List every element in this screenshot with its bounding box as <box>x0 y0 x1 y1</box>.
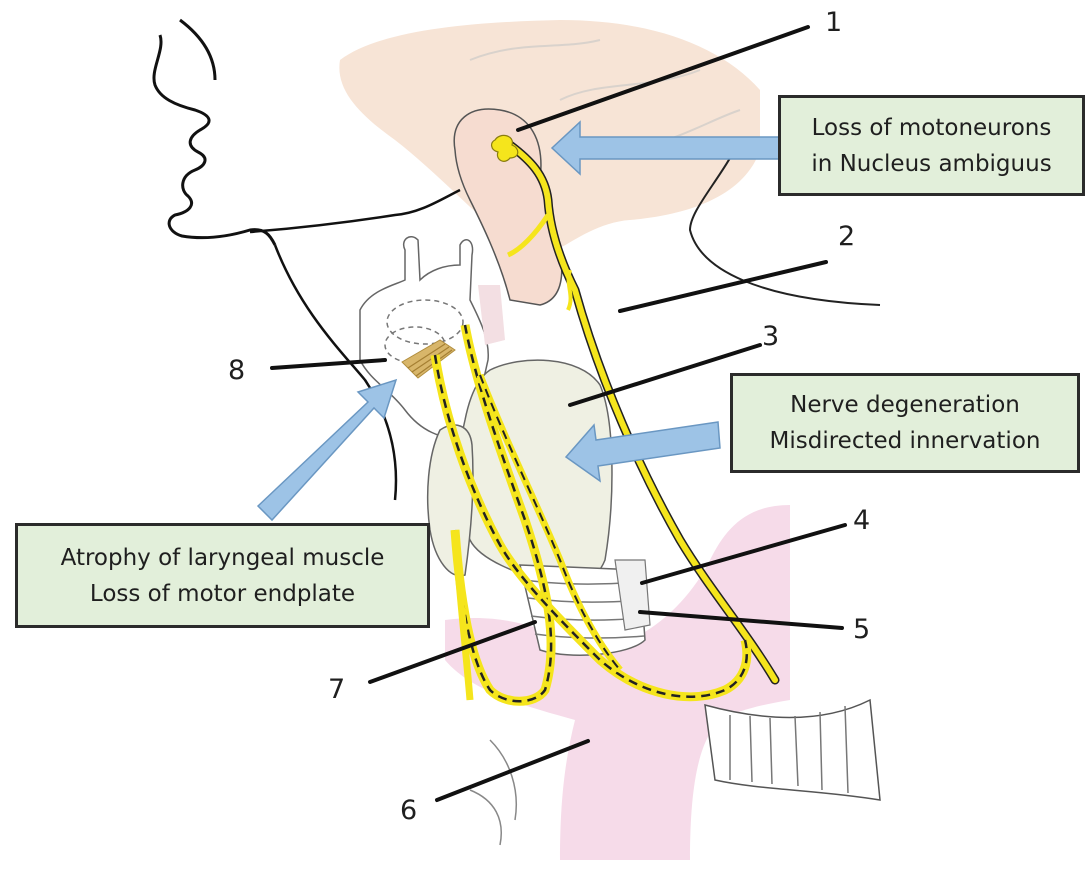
callout-motoneurons-line2: in Nucleus ambiguus <box>811 146 1051 182</box>
jaw-line <box>250 190 460 232</box>
label-7: 7 <box>328 675 345 705</box>
lung-branches <box>470 740 516 845</box>
callout-motoneurons: Loss of motoneurons in Nucleus ambiguus <box>778 95 1085 196</box>
label-1: 1 <box>825 8 842 38</box>
thyroid-left-lobe <box>428 425 473 576</box>
label-3: 3 <box>762 322 779 352</box>
callout-nerve: Nerve degeneration Misdirected innervati… <box>730 373 1080 473</box>
callout-muscle-line1: Atrophy of laryngeal muscle <box>61 540 385 576</box>
callout-muscle-line2: Loss of motor endplate <box>90 576 355 612</box>
label-4: 4 <box>853 506 870 536</box>
face-line-upper <box>180 20 215 80</box>
callout-nerve-line2: Misdirected innervation <box>770 423 1041 459</box>
label-8: 8 <box>228 356 245 386</box>
callout-nerve-line1: Nerve degeneration <box>790 387 1020 423</box>
bronchus <box>705 700 880 800</box>
callout-motoneurons-line1: Loss of motoneurons <box>812 110 1052 146</box>
label-5: 5 <box>853 615 870 645</box>
callout-muscle: Atrophy of laryngeal muscle Loss of moto… <box>15 523 430 628</box>
label-2: 2 <box>838 222 855 252</box>
label-6: 6 <box>400 796 417 826</box>
arrow-to-muscle <box>258 380 396 520</box>
